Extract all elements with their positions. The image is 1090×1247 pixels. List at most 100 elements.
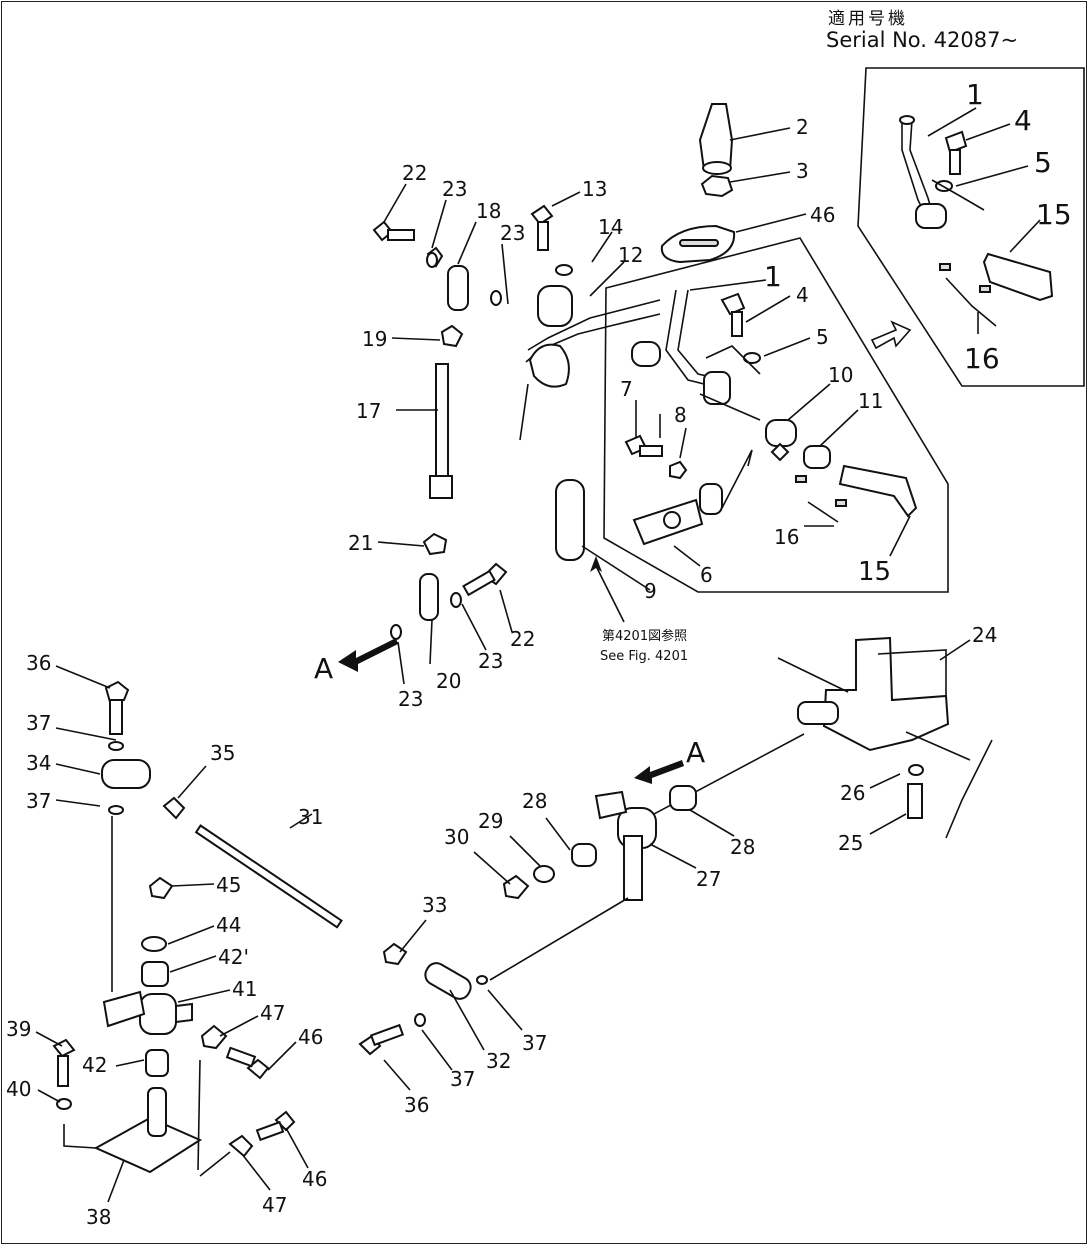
callout-37: 37	[450, 1067, 475, 1091]
callout-3: 3	[796, 159, 809, 183]
lever-boss	[703, 371, 731, 405]
callout-37: 37	[522, 1031, 547, 1055]
rod	[194, 824, 343, 929]
callout-37: 37	[26, 711, 51, 735]
callout-32: 32	[486, 1049, 511, 1073]
callout-9: 9	[644, 579, 657, 603]
link-line	[489, 897, 629, 981]
callout-36: 36	[26, 651, 51, 675]
main-lever	[677, 289, 717, 379]
bracket-edge	[877, 649, 947, 696]
inset-bolt-shank	[949, 149, 961, 175]
reference-leader	[595, 565, 625, 623]
shaft	[797, 701, 839, 725]
knob-base	[702, 161, 732, 175]
sleeve	[803, 445, 831, 469]
inset-leader	[945, 277, 997, 327]
callout-19: 19	[362, 327, 387, 351]
lever-plate-arm	[699, 483, 723, 515]
bushing	[669, 785, 697, 811]
callout-20: 20	[436, 669, 461, 693]
pin	[795, 475, 807, 483]
callout-23: 23	[442, 177, 467, 201]
leader	[63, 1124, 97, 1149]
ball-joint	[528, 343, 570, 388]
inset-outline	[857, 67, 1085, 387]
callout-23: 23	[398, 687, 423, 711]
rod-end	[447, 265, 469, 311]
callout-29: 29	[478, 809, 503, 833]
pivot-boss	[139, 993, 177, 1035]
washer	[108, 805, 124, 815]
callout-21: 21	[348, 531, 373, 555]
callout-14: 14	[598, 215, 623, 239]
callout-10: 10	[828, 363, 853, 387]
inset-leader	[931, 179, 985, 211]
callout-7: 7	[620, 377, 633, 401]
stopper-bracket	[838, 464, 918, 518]
bolt-shank	[462, 569, 496, 597]
washer	[450, 592, 462, 608]
callout-15-inset: 15	[1036, 198, 1072, 231]
cable	[527, 299, 661, 351]
callout-28: 28	[522, 789, 547, 813]
washer	[390, 624, 402, 640]
callout-45: 46	[302, 1167, 327, 1191]
view-label-a: A	[314, 652, 333, 685]
nut	[422, 532, 448, 556]
adjust-rod-end	[429, 475, 453, 499]
rod-end	[419, 573, 439, 621]
washer	[414, 1013, 426, 1027]
bushing	[141, 961, 169, 987]
arrow-a-left	[338, 638, 398, 672]
callout-17: 17	[356, 399, 381, 423]
washer	[476, 975, 488, 985]
callout-31: 31	[298, 805, 323, 829]
axis-line	[777, 657, 849, 693]
callout-38: 38	[86, 1205, 111, 1229]
inset-pointer-arrow	[870, 320, 912, 350]
callout-16: 16	[774, 525, 799, 549]
callout-1: 1	[764, 260, 782, 293]
rod-end	[424, 962, 472, 1000]
bolt-shank	[731, 311, 743, 337]
callout-46: 47	[260, 1001, 285, 1025]
callout-23: 23	[478, 649, 503, 673]
callout-1-inset: 1	[966, 78, 984, 111]
bolt-shank	[369, 1023, 405, 1047]
callout-2: 2	[796, 115, 809, 139]
bolt-shank	[639, 445, 663, 457]
reference-arrow	[590, 556, 602, 572]
bushing	[571, 843, 597, 867]
callout-30: 30	[444, 825, 469, 849]
callout-leaders	[35, 107, 1041, 1203]
adjust-rod	[435, 363, 449, 485]
base-plate	[93, 1116, 203, 1174]
callout-16-inset: 16	[964, 342, 1000, 375]
inset-lever	[909, 119, 933, 213]
callout-42-prime: 42'	[218, 945, 249, 969]
lever-group-outline	[603, 237, 949, 593]
callout-35: 35	[210, 741, 235, 765]
callout-18: 18	[476, 199, 501, 223]
mount-bracket	[822, 636, 950, 752]
callout-47: 46	[810, 203, 835, 227]
pivot-arm	[175, 1002, 193, 1024]
leader	[721, 449, 753, 509]
boot-slot	[679, 239, 719, 247]
bolt-shank	[387, 229, 415, 241]
nut	[162, 796, 186, 820]
callout-33: 33	[422, 893, 447, 917]
washer	[533, 865, 555, 883]
clamp	[537, 285, 573, 327]
callout-25: 25	[838, 831, 863, 855]
washer	[108, 741, 124, 751]
callout-4-inset: 4	[1014, 104, 1032, 137]
washer	[141, 936, 167, 952]
bolt-head	[274, 1110, 296, 1132]
knob-nut	[700, 174, 734, 198]
inset-pin	[979, 285, 991, 293]
view-label-a: A	[686, 736, 705, 769]
